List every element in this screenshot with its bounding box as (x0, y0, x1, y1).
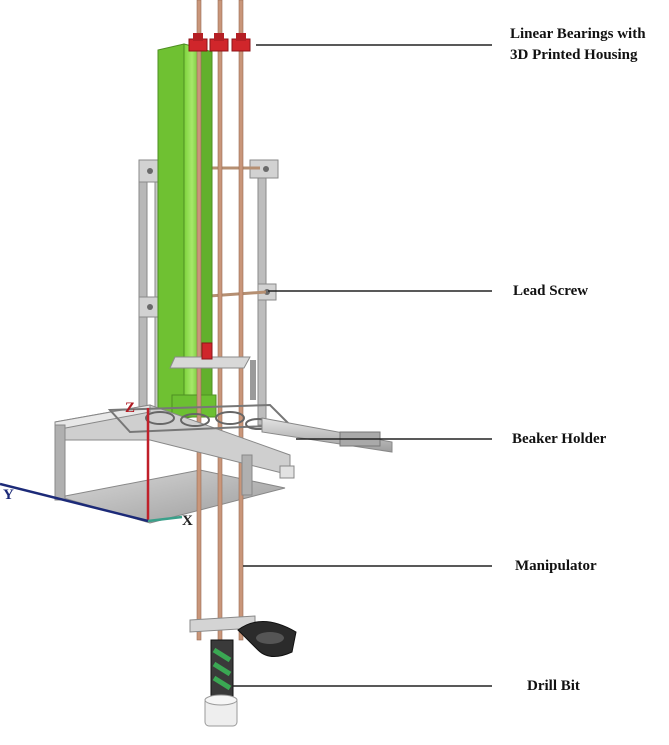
label-lead-screw: Lead Screw (513, 283, 589, 299)
green-column (157, 43, 217, 419)
drill-bit (204, 639, 238, 727)
label-manipulator: Manipulator (515, 558, 597, 574)
manipulator-arm (189, 615, 297, 657)
manipulator-rods (196, 0, 244, 641)
label-beaker-holder: Beaker Holder (512, 431, 607, 447)
label-drill-bit: Drill Bit (527, 678, 580, 694)
leader-lines (233, 44, 492, 687)
coordinate-axes (0, 408, 183, 523)
y-axis-line (0, 482, 149, 523)
label-linear-bearings-line1: Linear Bearings with (510, 26, 646, 42)
label-linear-bearings-line2: 3D Printed Housing (510, 47, 638, 63)
carriage-plate (169, 342, 251, 369)
z-axis-label: Z (125, 400, 136, 416)
x-axis-label: X (182, 513, 193, 529)
linear-bearings (188, 33, 251, 52)
y-axis-label: Y (3, 487, 14, 503)
x-axis-line (147, 515, 183, 523)
beaker-holder (54, 403, 393, 501)
label-linear-bearings: Linear Bearings with 3D Printed Housing (510, 24, 646, 66)
